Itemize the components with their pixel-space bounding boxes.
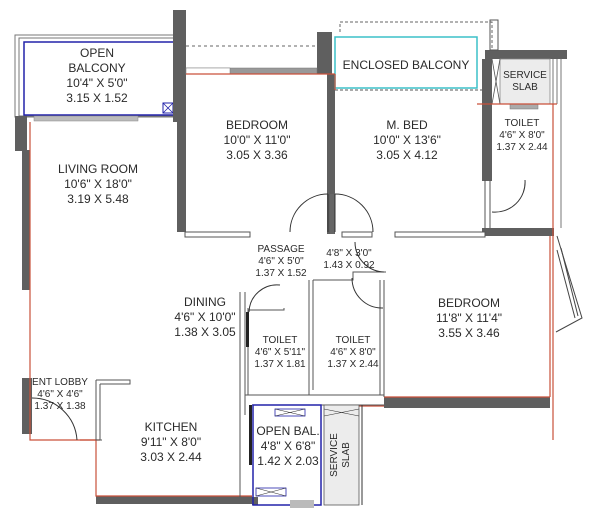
room-label-ent-lobby: ENT LOBBY 4'6" X 4'6" 1.37 X 1.38	[32, 377, 88, 412]
room-label-toilet-2: TOILET 4'6" X 8'0" 1.37 X 2.44	[327, 335, 379, 370]
walls	[15, 10, 567, 505]
room-label-toilet-1: TOILET 4'6" X 5'11" 1.37 X 1.81	[254, 335, 306, 370]
room-label-kitchen: KITCHEN 9'11" X 8'0" 3.03 X 2.44	[140, 420, 202, 464]
enclosed-balcony-outline	[334, 36, 478, 89]
room-label-dining: DINING 4'6" X 10'0" 1.38 X 3.05	[174, 295, 236, 339]
room-label-open-balcony: OPEN BALCONY 10'4" X 5'0" 3.15 X 1.52	[66, 46, 128, 105]
room-label-open-bal: OPEN BAL. 4'8" X 6'8" 1.42 X 2.03	[256, 424, 320, 468]
room-label-service-slab-top: SERVICE SLAB	[503, 70, 547, 93]
room-label-enclosed-balcony: ENCLOSED BALCONY	[342, 58, 470, 72]
room-label-bedroom-1: BEDROOM 10'0" X 11'0" 3.05 X 3.36	[223, 118, 291, 162]
bay-window	[555, 235, 583, 333]
room-label-master-bed: M. BED 10'0" X 13'6" 3.05 X 4.12	[373, 118, 441, 162]
room-label-passage: PASSAGE 4'6" X 5'0" 1.37 X 1.52	[255, 244, 307, 279]
room-label-living-room: LIVING ROOM 10'6" X 18'0" 3.19 X 5.48	[57, 162, 139, 206]
room-label-service-slab-bottom: SERVICE SLAB	[329, 433, 352, 477]
door-swings	[31, 179, 526, 441]
open-bal-outline	[252, 404, 322, 506]
service-slab-bottom-outline	[323, 404, 360, 506]
room-label-passage-2: 4'8" X 3'0" 1.43 X 0.92	[323, 248, 375, 271]
room-label-bedroom-2: BEDROOM 11'8" X 11'4" 3.55 X 3.46	[435, 296, 503, 340]
room-label-toilet-master: TOILET 4'6" X 8'0" 1.37 X 2.44	[496, 118, 548, 153]
